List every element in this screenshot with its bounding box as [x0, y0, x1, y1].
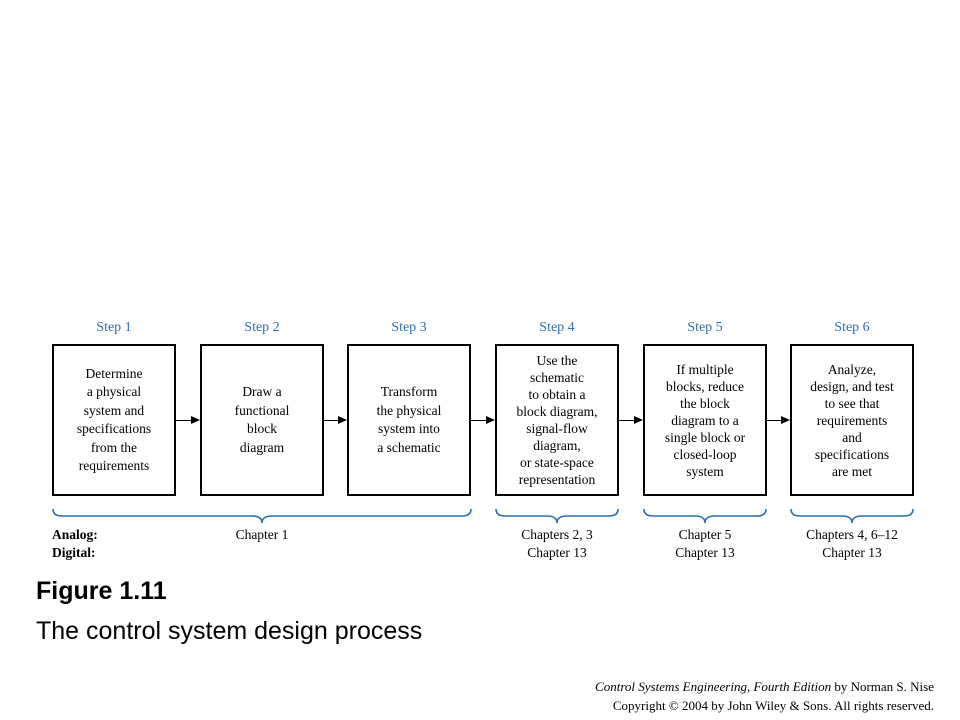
step-5-label: Step 5 [687, 320, 723, 335]
arrow-step1-to-step2 [176, 415, 200, 424]
step-4-label: Step 4 [539, 320, 575, 335]
brace-step-5 [643, 508, 767, 524]
step-3-label: Step 3 [391, 320, 427, 335]
book-credit: Control Systems Engineering, Fourth Edit… [595, 679, 934, 695]
copyright-line: Copyright © 2004 by John Wiley & Sons. A… [612, 698, 934, 713]
chapter-analog-step-6: Chapters 4, 6–12 [806, 527, 898, 542]
step-2-box: Draw a functional block diagram [200, 344, 324, 496]
chapter-digital-step-6: Chapter 13 [822, 545, 882, 560]
figure-number: Figure 1.11 [36, 577, 167, 605]
book-author: by Norman S. Nise [831, 679, 934, 694]
step-4-text: Use the schematic to obtain a block diag… [516, 353, 598, 487]
step-3-text: Transform the physical system into a sch… [376, 384, 442, 455]
chapter-digital-step-4: Chapter 13 [527, 545, 587, 560]
step-2-text: Draw a functional block diagram [234, 384, 290, 455]
step-1-label: Step 1 [96, 320, 132, 335]
step-5-text: If multiple blocks, reduce the block dia… [664, 361, 746, 479]
chapter-digital-step-5: Chapter 13 [675, 545, 735, 560]
arrow-step4-to-step5 [619, 415, 643, 424]
analog-row-label: Analog: [52, 527, 98, 542]
book-title: Control Systems Engineering, Fourth Edit… [595, 679, 832, 694]
step-6-label: Step 6 [834, 320, 870, 335]
arrow-step3-to-step4 [471, 415, 495, 424]
step-1-text: Determine a physical system and specific… [76, 365, 152, 474]
arrow-step2-to-step3 [324, 415, 347, 424]
step-1-box: Determine a physical system and specific… [52, 344, 176, 496]
step-6-box: Analyze, design, and test to see that re… [790, 344, 914, 496]
figure-caption: The control system design process [36, 617, 423, 645]
chapter-analog-step-4: Chapters 2, 3 [521, 527, 593, 542]
brace-steps-1-3 [52, 508, 472, 524]
arrow-step5-to-step6 [767, 415, 790, 424]
step-5-box: If multiple blocks, reduce the block dia… [643, 344, 767, 496]
chapter-analog-steps-1-3: Chapter 1 [235, 527, 289, 542]
brace-step-6 [790, 508, 914, 524]
brace-step-4 [495, 508, 619, 524]
chapter-analog-step-5: Chapter 5 [678, 527, 732, 542]
step-3-box: Transform the physical system into a sch… [347, 344, 471, 496]
step-4-box: Use the schematic to obtain a block diag… [495, 344, 619, 496]
digital-row-label: Digital: [52, 545, 96, 560]
step-6-text: Analyze, design, and test to see that re… [810, 361, 894, 479]
step-2-label: Step 2 [244, 320, 280, 335]
